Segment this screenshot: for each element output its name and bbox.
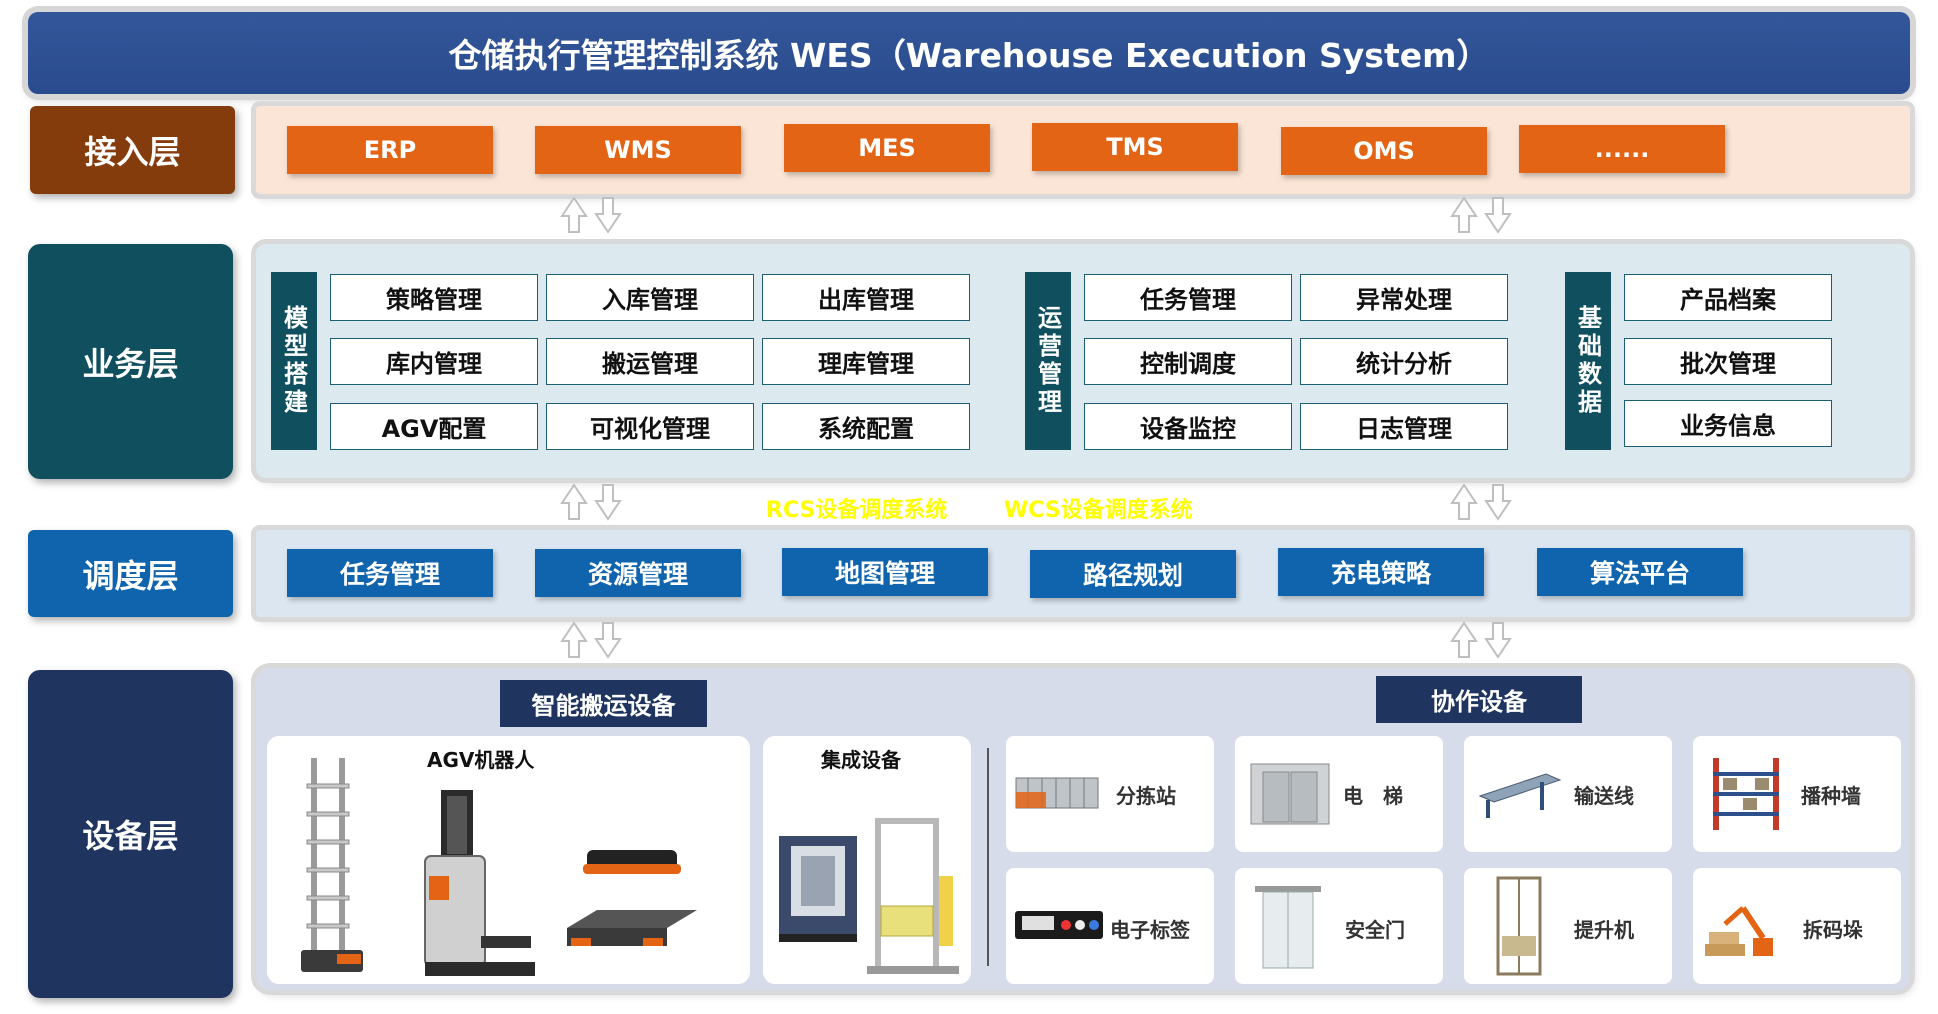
base-data-group-label: 基础数据	[1565, 272, 1611, 450]
wcs-subsystem-label: WCS设备调度系统	[1004, 498, 1193, 523]
sorting-station-icon	[1015, 777, 1099, 809]
agv-robot-label: AGV机器人	[427, 748, 535, 772]
outbound-management-box[interactable]: 出库管理	[762, 274, 970, 321]
device-layer-label: 设备层	[28, 670, 233, 998]
device-monitoring-box[interactable]: 设备监控	[1084, 403, 1292, 450]
smart-transport-tag: 智能搬运设备	[500, 680, 707, 727]
safety-door-label: 安全门	[1345, 918, 1405, 942]
conveyor-line-card[interactable]: 输送线	[1464, 736, 1672, 852]
elevator-card[interactable]: 电 梯	[1235, 736, 1443, 852]
system-config-box[interactable]: 系统配置	[762, 403, 970, 450]
arrows-business-dispatch-right	[1446, 481, 1516, 523]
dispatch-layer-label: 调度层	[28, 530, 233, 617]
integrated-machine-illustration	[779, 836, 857, 942]
model-setup-group-label: 模型搭建	[271, 272, 317, 450]
palletizing-robot-icon	[1705, 906, 1773, 956]
inventory-management-box[interactable]: 库内管理	[330, 338, 538, 385]
access-tms-button[interactable]: TMS	[1032, 123, 1238, 171]
dispatch-task-management-button[interactable]: 任务管理	[287, 549, 493, 597]
agv-robot-card: AGV机器人	[267, 736, 750, 984]
safety-door-card[interactable]: 安全门	[1235, 868, 1443, 984]
access-oms-button[interactable]: OMS	[1281, 127, 1487, 175]
business-info-box[interactable]: 业务信息	[1624, 400, 1832, 447]
strategy-management-box[interactable]: 策略管理	[330, 274, 538, 321]
rcs-subsystem-label: RCS设备调度系统	[766, 498, 948, 523]
warehouse-arrangement-box[interactable]: 理库管理	[762, 338, 970, 385]
access-more-button[interactable]: ......	[1519, 125, 1725, 173]
dispatch-path-planning-button[interactable]: 路径规划	[1030, 550, 1236, 598]
arrows-access-business-right	[1446, 194, 1516, 236]
access-mes-button[interactable]: MES	[784, 124, 990, 172]
task-management-box[interactable]: 任务管理	[1084, 274, 1292, 321]
sorting-station-card[interactable]: 分拣站	[1006, 736, 1214, 852]
product-archive-box[interactable]: 产品档案	[1624, 274, 1832, 321]
elevator-icon	[1250, 763, 1330, 825]
arrows-dispatch-device-left	[556, 619, 626, 661]
access-layer-label: 接入层	[30, 106, 235, 194]
arrows-access-business-left	[556, 194, 626, 236]
safety-door-icon	[1255, 886, 1321, 969]
put-wall-label: 播种墙	[1801, 784, 1861, 808]
integrated-equipment-card: 集成设备	[763, 736, 971, 984]
put-wall-icon	[1713, 758, 1779, 830]
control-dispatch-box[interactable]: 控制调度	[1084, 338, 1292, 385]
device-divider	[987, 748, 989, 966]
conveyor-line-icon	[1478, 773, 1562, 818]
access-wms-button[interactable]: WMS	[535, 126, 741, 174]
collaboration-devices-tag: 协作设备	[1376, 676, 1582, 723]
forklift-agv-illustration	[424, 790, 535, 976]
visualization-management-box[interactable]: 可视化管理	[546, 403, 754, 450]
electronic-label-card[interactable]: 电子标签	[1006, 868, 1214, 984]
system-title: 仓储执行管理控制系统 WES（Warehouse Execution Syste…	[28, 12, 1910, 94]
log-management-box[interactable]: 日志管理	[1300, 403, 1508, 450]
arrows-business-dispatch-left	[556, 481, 626, 523]
statistics-analysis-box[interactable]: 统计分析	[1300, 338, 1508, 385]
conveyor-line-label: 输送线	[1574, 784, 1634, 808]
sorting-station-label: 分拣站	[1116, 784, 1176, 808]
dispatch-charging-strategy-button[interactable]: 充电策略	[1278, 548, 1484, 596]
business-layer-label: 业务层	[28, 244, 233, 479]
hoist-icon	[1496, 876, 1542, 976]
put-wall-card[interactable]: 播种墙	[1693, 736, 1901, 852]
arrows-dispatch-device-right	[1446, 619, 1516, 661]
shelf-robot-illustration	[301, 758, 363, 972]
lift-frame-illustration	[867, 818, 959, 974]
dispatch-map-management-button[interactable]: 地图管理	[782, 548, 988, 596]
palletizing-card[interactable]: 拆码垛	[1693, 868, 1901, 984]
electronic-label-icon	[1015, 911, 1103, 939]
access-erp-button[interactable]: ERP	[287, 126, 493, 174]
elevator-label: 电 梯	[1343, 784, 1403, 808]
transport-management-box[interactable]: 搬运管理	[546, 338, 754, 385]
flat-agv-illustration	[567, 850, 697, 946]
palletizing-label: 拆码垛	[1803, 918, 1863, 942]
hoist-label: 提升机	[1574, 918, 1634, 942]
electronic-label-label: 电子标签	[1110, 918, 1190, 942]
dispatch-resource-management-button[interactable]: 资源管理	[535, 549, 741, 597]
integrated-equipment-label: 集成设备	[821, 748, 901, 772]
dispatch-algorithm-platform-button[interactable]: 算法平台	[1537, 548, 1743, 596]
operations-management-group-label: 运营管理	[1025, 272, 1071, 450]
hoist-card[interactable]: 提升机	[1464, 868, 1672, 984]
agv-config-box[interactable]: AGV配置	[330, 403, 538, 450]
inbound-management-box[interactable]: 入库管理	[546, 274, 754, 321]
batch-management-box[interactable]: 批次管理	[1624, 338, 1832, 385]
exception-handling-box[interactable]: 异常处理	[1300, 274, 1508, 321]
